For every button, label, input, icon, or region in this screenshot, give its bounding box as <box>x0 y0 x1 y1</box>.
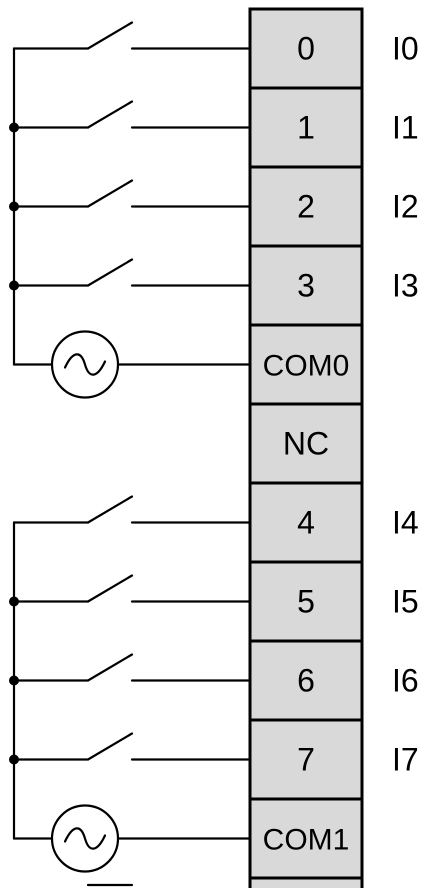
terminal-label-com0: COM0 <box>263 350 350 383</box>
terminal-label-1: 1 <box>297 110 315 146</box>
switch-contact-2 <box>86 179 134 208</box>
junction-dot-7 <box>9 754 19 765</box>
switch-contact-0 <box>86 21 134 50</box>
switch-contact-1 <box>86 100 134 129</box>
switch-contact-3 <box>86 258 134 287</box>
switch-contact-4 <box>86 495 134 524</box>
sine-wave-icon <box>63 353 107 376</box>
junction-dot-3 <box>9 280 19 291</box>
input-label-i6: I6 <box>392 663 419 699</box>
terminal-box-com1 <box>248 797 364 880</box>
terminal-box-3 <box>248 244 364 327</box>
input-label-i5: I5 <box>392 584 419 620</box>
switch-contact-6 <box>86 653 134 682</box>
terminal-label-4: 4 <box>297 505 315 541</box>
junction-dot-1 <box>9 122 19 133</box>
terminal-label-3: 3 <box>297 268 315 304</box>
terminal-label-5: 5 <box>297 584 315 620</box>
sine-wave-icon <box>63 827 107 850</box>
switch-contact-7 <box>86 732 134 761</box>
input-label-i4: I4 <box>392 505 419 541</box>
input-label-i1: I1 <box>392 110 419 146</box>
switch-contact-5 <box>86 574 134 603</box>
junction-dot-2 <box>9 201 19 212</box>
terminal-label-nc: NC <box>283 426 329 462</box>
terminal-label-7: 7 <box>297 742 315 778</box>
terminal-label-com1: COM1 <box>263 824 350 857</box>
input-label-i7: I7 <box>392 742 419 778</box>
terminal-box-1 <box>248 86 364 169</box>
junction-dot-6 <box>9 675 19 686</box>
terminal-box-partial <box>248 876 364 888</box>
input-label-i0: I0 <box>392 31 419 67</box>
input-label-i2: I2 <box>392 189 419 225</box>
terminal-label-2: 2 <box>297 189 315 225</box>
terminal-label-0: 0 <box>297 31 315 67</box>
input-label-i3: I3 <box>392 268 419 304</box>
junction-dot-5 <box>9 596 19 607</box>
terminal-box-nc <box>248 402 364 485</box>
terminal-label-6: 6 <box>297 663 315 699</box>
